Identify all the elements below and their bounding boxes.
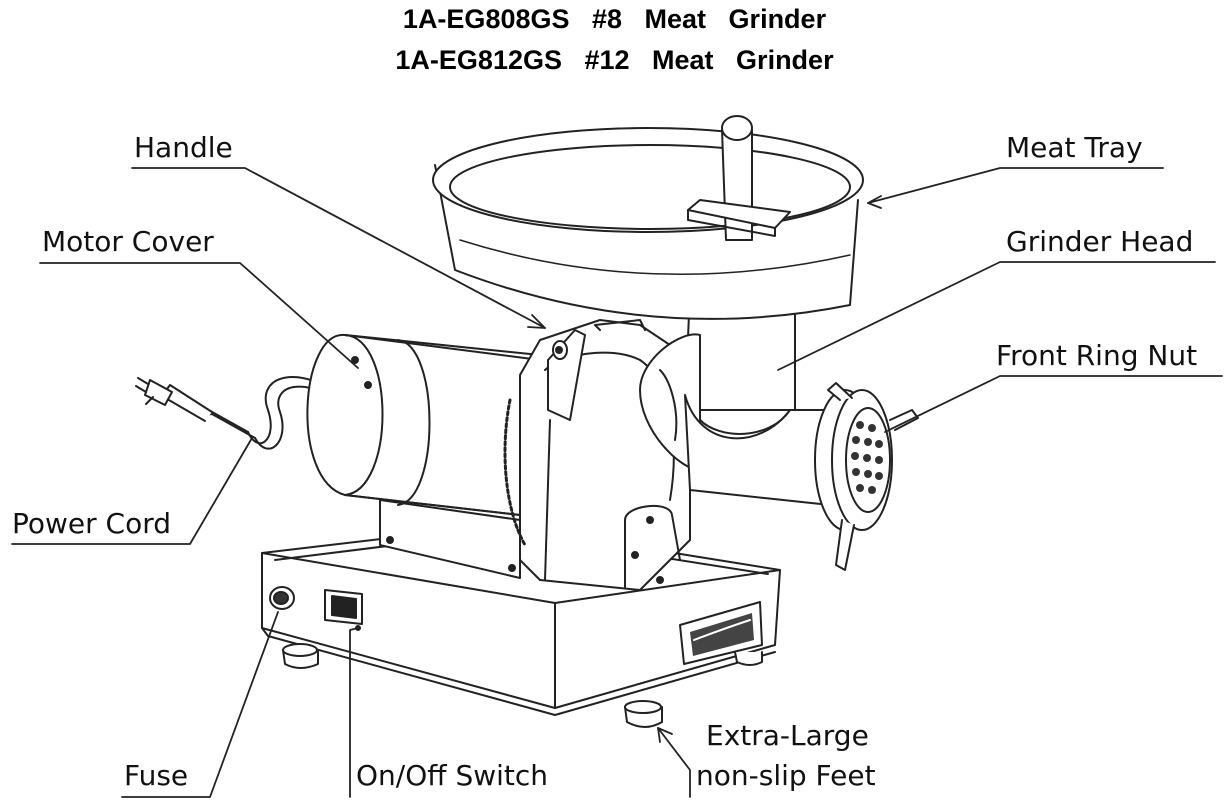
label-feet-line-1: Extra-Large (706, 719, 869, 752)
label-motor-cover: Motor Cover (42, 225, 214, 258)
leader-power-cord (11, 437, 253, 545)
leader-handle (131, 167, 546, 329)
leader-grinder-head (777, 261, 1216, 371)
label-handle: Handle (134, 131, 233, 164)
meat-tray (432, 115, 864, 320)
label-on-off-switch: On/Off Switch (356, 759, 549, 792)
grinder-head (639, 289, 831, 506)
diagram-title-line-1: 1A-EG808GS #8 Meat Grinder (402, 4, 827, 34)
label-feet-line-2: non-slip Feet (696, 759, 876, 792)
label-front-ring-nut: Front Ring Nut (996, 339, 1198, 372)
on-off-switch (324, 589, 363, 631)
leader-feet (657, 727, 691, 798)
label-grinder-head: Grinder Head (1006, 225, 1194, 258)
motor-body (306, 333, 541, 579)
leader-fuse (121, 611, 279, 798)
label-power-cord: Power Cord (12, 507, 172, 540)
fuse-knob (269, 586, 295, 610)
label-meat-tray: Meat Tray (1006, 131, 1143, 164)
leader-meat-tray (867, 167, 1164, 204)
front-ring-nut (814, 382, 919, 571)
leader-motor-cover (39, 262, 359, 369)
leader-lines (11, 167, 1223, 798)
leader-switch (349, 627, 359, 798)
diagram-title-line-2: 1A-EG812GS #12 Meat Grinder (395, 45, 834, 75)
label-fuse: Fuse (124, 759, 189, 792)
feet (282, 643, 763, 728)
leader-front-ring-nut (884, 375, 1223, 433)
